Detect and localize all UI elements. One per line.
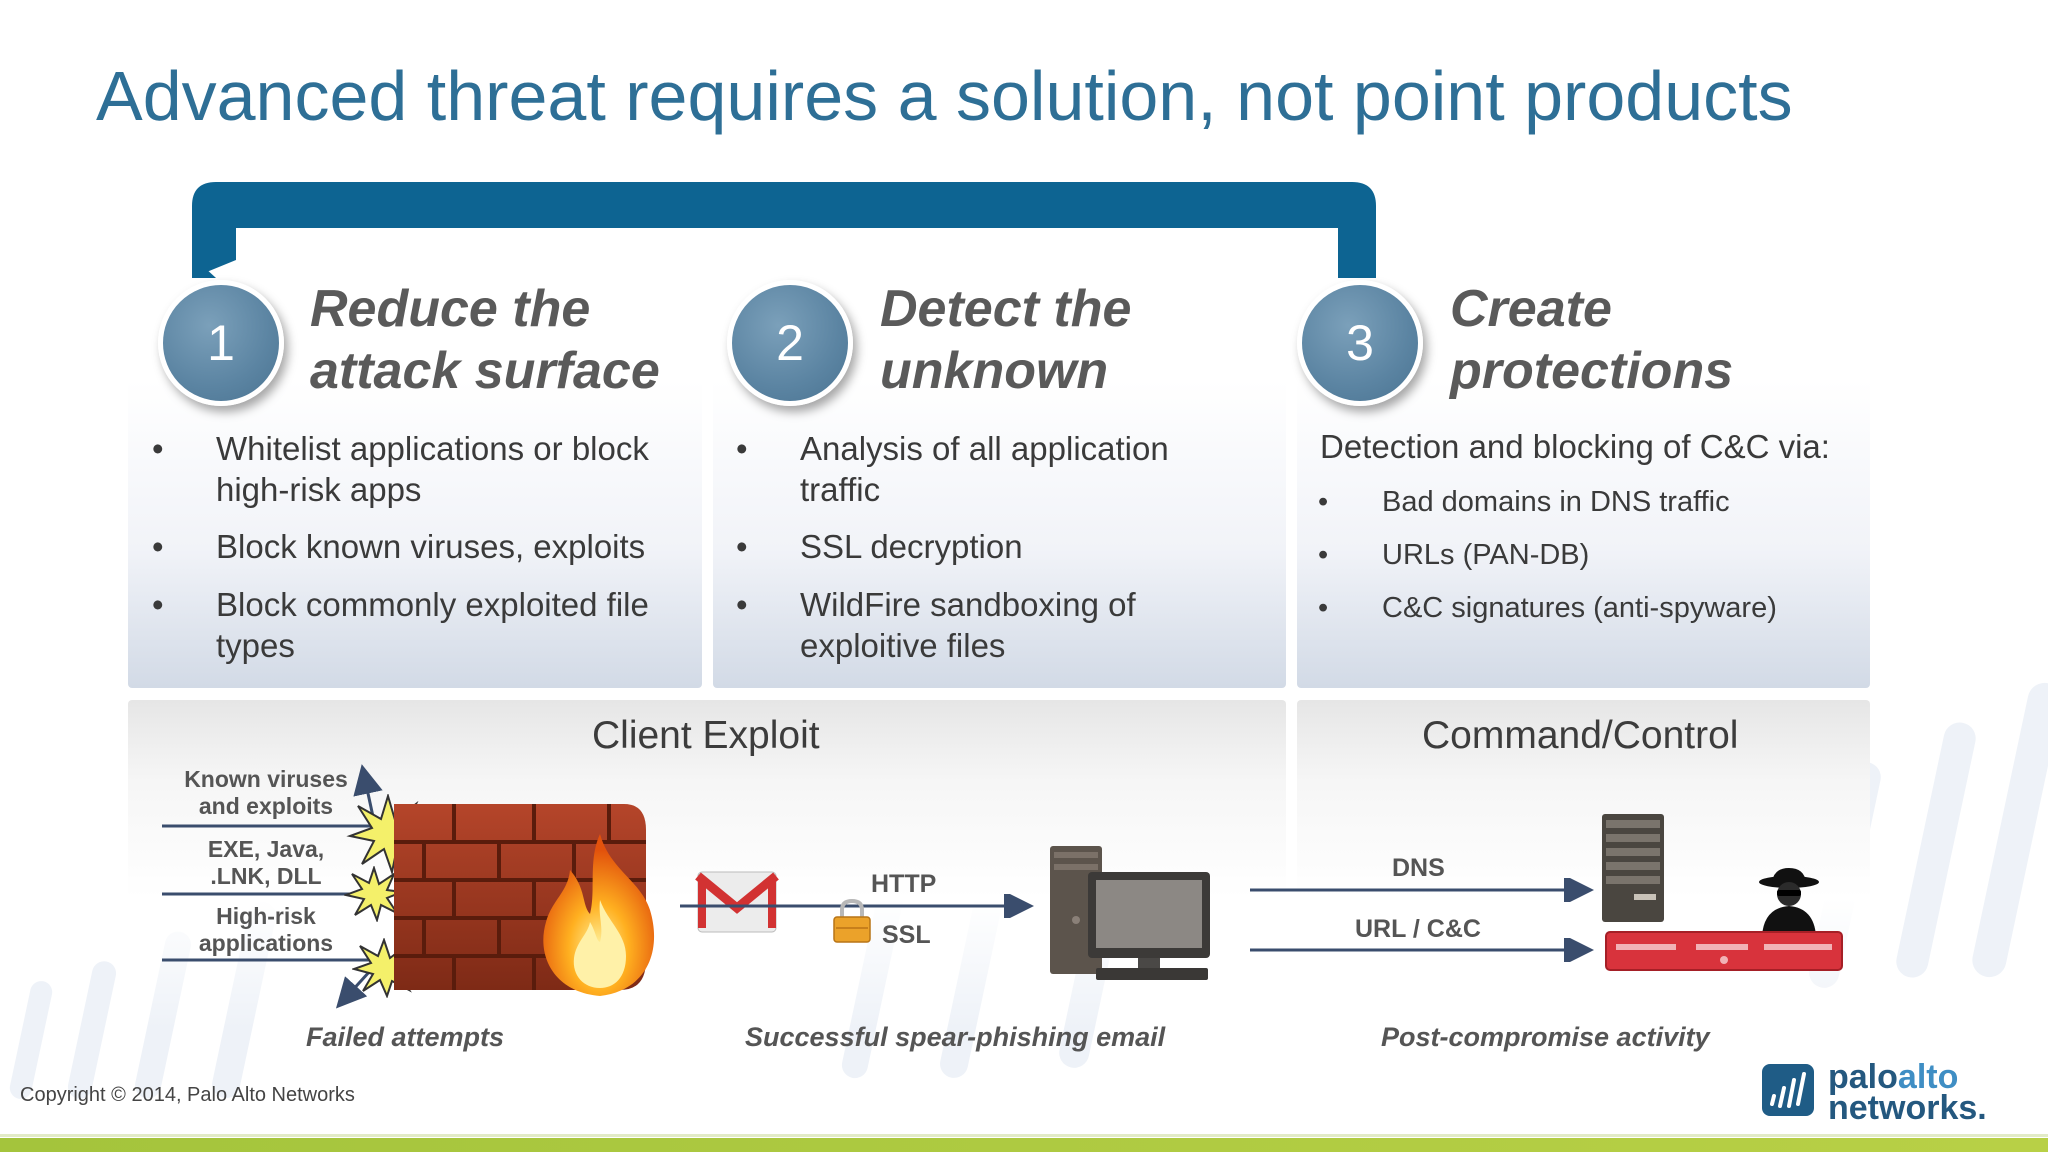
spy-icon xyxy=(1756,866,1822,936)
step-title-2: Detect the unknown xyxy=(880,278,1131,402)
caption-spear-phishing: Successful spear-phishing email xyxy=(745,1022,1165,1053)
card-create xyxy=(1297,380,1870,688)
step-number-1: 1 xyxy=(158,280,284,406)
label-dns: DNS xyxy=(1392,854,1445,883)
caption-failed-attempts: Failed attempts xyxy=(306,1022,504,1053)
step-number-2: 2 xyxy=(727,280,853,406)
step-number-3: 3 xyxy=(1297,280,1423,406)
caption-post-compromise: Post-compromise activity xyxy=(1381,1022,1710,1053)
lock-icon xyxy=(832,898,872,944)
command-control-title: Command/Control xyxy=(1422,714,1738,758)
step-title-1: Reduce the attack surface xyxy=(310,278,660,402)
logo-wordmark: paloalto networks. xyxy=(1828,1062,1987,1124)
footer-line xyxy=(0,1134,2048,1137)
computer-icon xyxy=(1044,844,1214,984)
step-title-3: Create protections xyxy=(1450,278,1733,402)
server-icon xyxy=(1600,812,1666,924)
label-ssl: SSL xyxy=(882,921,931,950)
copyright: Copyright © 2014, Palo Alto Networks xyxy=(20,1084,355,1107)
client-exploit-title: Client Exploit xyxy=(592,714,820,758)
page-title: Advanced threat requires a solution, not… xyxy=(96,56,1793,136)
appliance-icon xyxy=(1604,930,1844,972)
step3-intro: Detection and blocking of C&C via: xyxy=(1320,428,1830,466)
footer-bar xyxy=(0,1138,2048,1152)
fire-icon xyxy=(530,830,670,1000)
loop-bracket xyxy=(180,178,1390,290)
label-http: HTTP xyxy=(871,870,936,899)
label-url-cc: URL / C&C xyxy=(1355,915,1481,944)
logo-icon xyxy=(1760,1060,1816,1120)
